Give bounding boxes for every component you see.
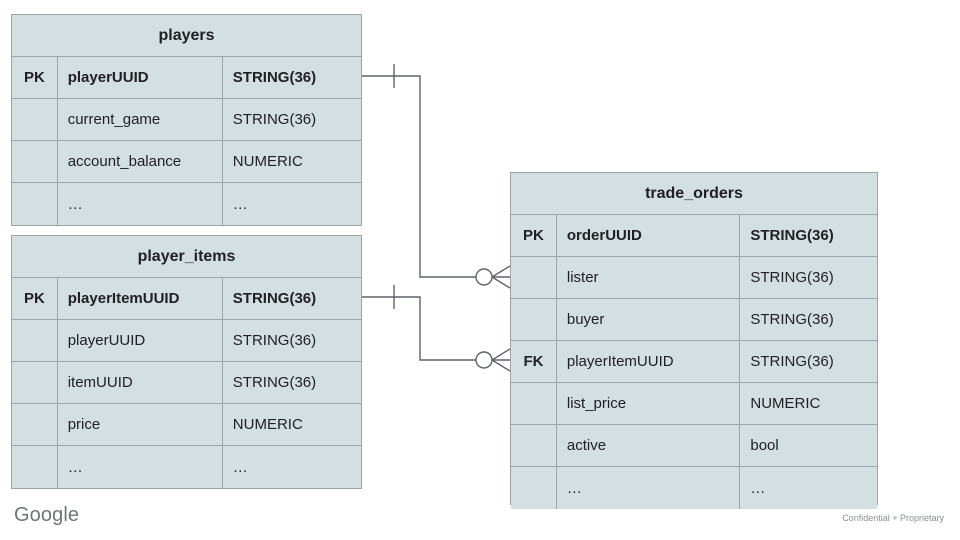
row-field-name: …	[557, 467, 741, 509]
row-key-badge	[12, 446, 58, 488]
row-key-badge	[12, 362, 58, 403]
row-field-name: …	[58, 183, 223, 225]
row-field-type: NUMERIC	[750, 395, 821, 412]
row-key-badge	[12, 404, 58, 445]
table-row[interactable]: price NUMERIC	[12, 404, 361, 446]
cardinality-zero-circle-player-item-fk	[475, 351, 493, 369]
table-row[interactable]: … …	[12, 446, 361, 488]
row-field-name: lister	[557, 257, 741, 298]
table-row[interactable]: PK orderUUID STRING(36)	[511, 215, 877, 257]
row-field-name: itemUUID	[58, 362, 223, 403]
row-field-type: STRING(36)	[750, 269, 834, 286]
row-field-name: buyer	[557, 299, 741, 340]
table-row[interactable]: itemUUID STRING(36)	[12, 362, 361, 404]
row-key-badge	[511, 425, 557, 466]
table-row[interactable]: account_balance NUMERIC	[12, 141, 361, 183]
row-key-badge	[511, 467, 557, 509]
row-key-badge	[12, 320, 58, 361]
entity-players[interactable]: players PK playerUUID STRING(36) current…	[11, 14, 362, 226]
table-row[interactable]: playerUUID STRING(36)	[12, 320, 361, 362]
relationship-player-items-to-trade-orders	[362, 285, 511, 372]
row-field-type: bool	[750, 437, 779, 454]
row-field-type: NUMERIC	[232, 153, 303, 170]
row-field-type: …	[232, 195, 248, 213]
row-key-badge: PK	[12, 278, 58, 319]
table-row[interactable]: active bool	[511, 425, 877, 467]
row-field-name: current_game	[58, 99, 223, 140]
connector-line-player-items	[362, 296, 476, 361]
table-row[interactable]: FK playerItemUUID STRING(36)	[511, 341, 877, 383]
table-row[interactable]: … …	[511, 467, 877, 509]
row-key-badge	[511, 383, 557, 424]
row-field-type: STRING(36)	[232, 290, 317, 307]
row-key-badge	[12, 99, 58, 140]
table-row[interactable]: … …	[12, 183, 361, 225]
row-key-badge	[12, 141, 58, 182]
crows-foot-many-player-item-fk	[491, 348, 511, 372]
row-key-badge	[12, 183, 58, 225]
crows-foot-many-lister	[491, 265, 511, 289]
entity-player-items-title: player_items	[12, 236, 361, 278]
entity-players-title: players	[12, 15, 361, 57]
confidentiality-note: Confidential + Proprietary	[842, 513, 944, 523]
row-field-name: account_balance	[58, 141, 223, 182]
row-key-badge	[511, 257, 557, 298]
table-row[interactable]: lister STRING(36)	[511, 257, 877, 299]
row-field-name: playerUUID	[58, 320, 223, 361]
row-field-type: STRING(36)	[750, 227, 834, 244]
row-field-type: STRING(36)	[750, 311, 834, 328]
row-field-name: price	[58, 404, 223, 445]
connector-line-players	[362, 75, 476, 278]
row-key-badge	[511, 299, 557, 340]
entity-player-items[interactable]: player_items PK playerItemUUID STRING(36…	[11, 235, 362, 489]
entity-trade-orders[interactable]: trade_orders PK orderUUID STRING(36) lis…	[510, 172, 878, 509]
row-field-name: …	[58, 446, 223, 488]
row-field-type: STRING(36)	[232, 332, 317, 349]
row-field-type: STRING(36)	[232, 111, 317, 128]
table-row[interactable]: buyer STRING(36)	[511, 299, 877, 341]
row-key-badge: FK	[511, 341, 557, 382]
google-logo: Google	[14, 504, 80, 526]
table-row[interactable]: list_price NUMERIC	[511, 383, 877, 425]
row-field-type: STRING(36)	[232, 69, 317, 86]
row-field-type: STRING(36)	[750, 353, 834, 370]
row-field-type: NUMERIC	[232, 416, 303, 433]
row-field-type: …	[232, 458, 248, 476]
row-key-badge: PK	[511, 215, 557, 256]
row-field-name: playerItemUUID	[58, 278, 223, 319]
row-field-name: active	[557, 425, 741, 466]
cardinality-zero-circle-lister	[475, 268, 493, 286]
row-field-name: orderUUID	[557, 215, 741, 256]
table-row[interactable]: PK playerUUID STRING(36)	[12, 57, 361, 99]
row-field-type: STRING(36)	[232, 374, 317, 391]
relationship-players-to-trade-orders	[362, 64, 511, 289]
row-field-type: …	[750, 479, 766, 497]
row-field-name: playerUUID	[58, 57, 223, 98]
row-key-badge: PK	[12, 57, 58, 98]
entity-trade-orders-title: trade_orders	[511, 173, 877, 215]
row-field-name: playerItemUUID	[557, 341, 741, 382]
table-row[interactable]: PK playerItemUUID STRING(36)	[12, 278, 361, 320]
table-row[interactable]: current_game STRING(36)	[12, 99, 361, 141]
row-field-name: list_price	[557, 383, 741, 424]
